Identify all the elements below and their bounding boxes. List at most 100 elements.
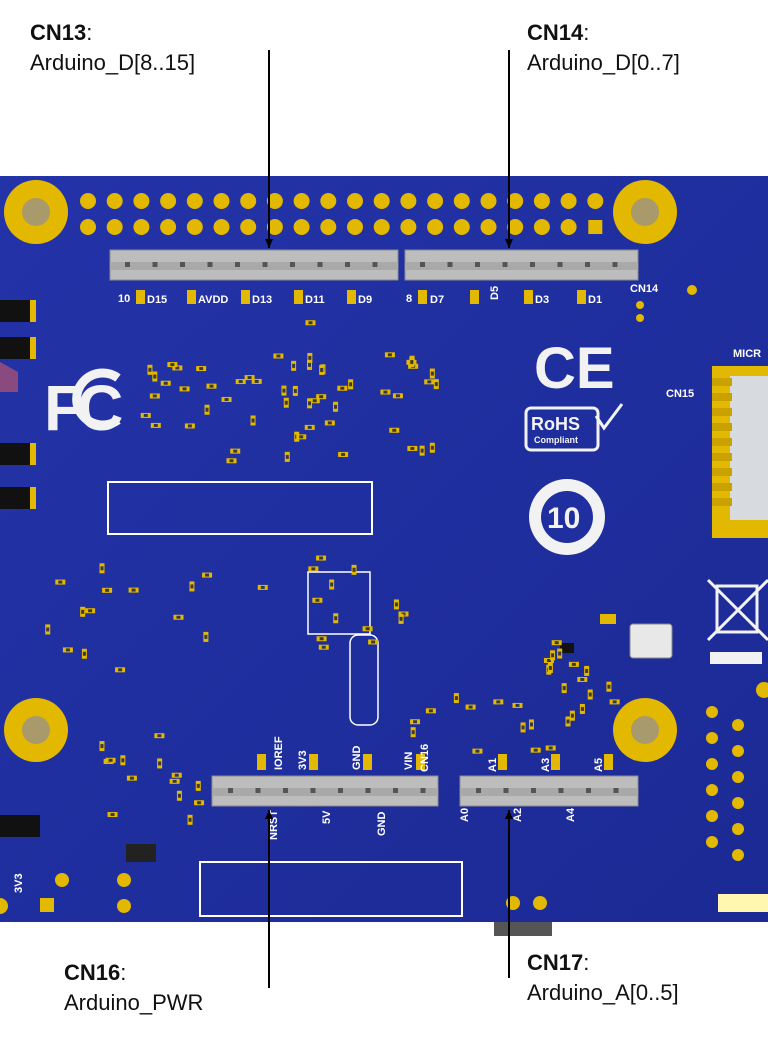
smd-part-body xyxy=(284,400,288,405)
cn14-header xyxy=(404,249,639,281)
header-pad xyxy=(533,219,550,235)
cn17-desc: Arduino_A[0..5] xyxy=(527,980,679,1005)
pin-hole xyxy=(557,262,563,267)
header-pad xyxy=(133,193,150,209)
sd-pin xyxy=(712,498,732,506)
header-pad xyxy=(480,193,497,209)
smd-part-body xyxy=(204,634,208,639)
smd-part-body xyxy=(551,653,555,658)
pin-hole xyxy=(420,262,425,267)
pin-hole xyxy=(365,788,371,793)
smd-part-body xyxy=(588,692,592,697)
smd-part-body xyxy=(143,413,148,417)
header-pad xyxy=(347,193,363,209)
pin-pad xyxy=(257,754,266,770)
smd-part-body xyxy=(293,388,297,393)
smd-part-body xyxy=(334,616,338,621)
smd-part-body xyxy=(548,665,552,670)
efup-mark: 10 xyxy=(547,502,580,535)
smd-part-body xyxy=(392,428,397,432)
via xyxy=(55,873,69,887)
bottom-left-components: 3V3 xyxy=(0,815,156,914)
smd-part-body xyxy=(172,779,177,783)
micro-tag: MICR xyxy=(733,348,761,360)
cn14-header-ridge xyxy=(405,262,638,270)
smd-part-body xyxy=(468,705,473,709)
smd-part-body xyxy=(533,748,538,752)
cn14-tag: CN14 xyxy=(630,283,659,295)
cn13-id: CN13 xyxy=(30,20,87,45)
smd-part-body xyxy=(65,648,70,652)
cn14-pin-label-vertical: D5 xyxy=(489,286,501,300)
pin-pad xyxy=(294,290,303,304)
smd-part-body xyxy=(308,401,312,406)
header-pad xyxy=(533,193,550,209)
leader-arrow-cn17 xyxy=(505,810,513,819)
header-pad xyxy=(453,219,470,235)
cn17-pin-holes xyxy=(476,788,619,793)
smd-part-body xyxy=(131,588,136,592)
via xyxy=(636,314,644,322)
pin-hole xyxy=(475,262,480,267)
smd-part-body xyxy=(100,744,104,749)
header-pad xyxy=(106,219,123,235)
cn13-pin-label: D15 xyxy=(147,294,167,306)
smd-part-body xyxy=(410,360,414,365)
header-pad xyxy=(266,193,283,209)
pin-pad xyxy=(524,290,533,304)
sd-pin xyxy=(712,393,732,401)
header-pad xyxy=(213,193,230,209)
smd-part-body xyxy=(118,668,123,672)
header-pad xyxy=(106,193,123,209)
pin-hole xyxy=(262,262,268,267)
smd-part-body xyxy=(515,703,520,707)
smd-part-body xyxy=(521,725,525,730)
pin-hole xyxy=(345,262,350,267)
cn15-connector: MICR CN15 xyxy=(666,348,768,538)
smd-part-body xyxy=(410,446,415,450)
cn16-bottom-pin-label: GND xyxy=(376,812,388,837)
cn16-top-pin-label: GND xyxy=(351,746,363,771)
pin-hole xyxy=(125,262,130,267)
smd-part-body xyxy=(428,709,433,713)
callout-cn16: CN16: Arduino_PWR xyxy=(64,960,204,1015)
header-pad xyxy=(347,219,363,235)
cn16-bottom-pin-label: 5V xyxy=(321,810,333,824)
callout-cn17: CN17: Arduino_A[0..5] xyxy=(527,950,679,1005)
pin-pad xyxy=(418,290,427,304)
smd-component xyxy=(0,443,36,465)
pin-hole xyxy=(420,788,426,793)
smd-part-body xyxy=(182,387,187,391)
header-pad xyxy=(427,193,444,209)
smd-part-body xyxy=(174,773,179,777)
cn17-top-pin-label: A3 xyxy=(540,758,552,772)
smd-part-body xyxy=(413,720,418,724)
smd-part-body xyxy=(285,454,289,459)
via xyxy=(732,719,744,731)
pin-hole xyxy=(255,788,261,793)
cn13-pin-holes xyxy=(125,262,378,267)
smd-part-body xyxy=(607,684,611,689)
smd-part-body xyxy=(327,421,332,425)
via xyxy=(687,285,697,295)
header-pad xyxy=(480,219,497,235)
header-pad xyxy=(560,219,577,235)
right-edge-vias xyxy=(636,285,768,861)
smd-part-body xyxy=(394,602,398,607)
pin-pad xyxy=(604,754,613,770)
smd-part-body xyxy=(308,321,313,325)
smd-part-body xyxy=(554,641,559,645)
cn13-pin-label: D11 xyxy=(305,294,325,306)
via xyxy=(117,899,131,913)
smd-part-body xyxy=(58,580,63,584)
fcc-logo: FC xyxy=(44,368,128,444)
cn14-id: CN14 xyxy=(527,20,584,45)
sd-pin xyxy=(712,408,732,416)
smd-part-body xyxy=(187,424,192,428)
smd-part-body xyxy=(319,637,324,641)
pin-pad xyxy=(470,290,479,304)
smd-part-body xyxy=(170,363,175,367)
cn14-pin-label: D7 xyxy=(430,294,444,306)
smd-part-body xyxy=(163,381,168,385)
smd-part-body xyxy=(157,734,162,738)
